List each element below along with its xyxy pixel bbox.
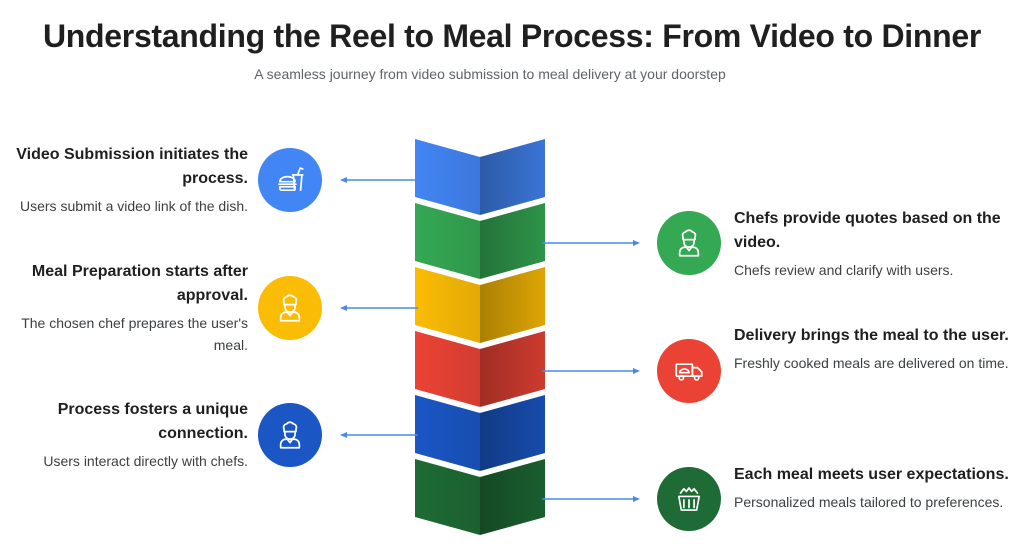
connector-arrow-1 bbox=[340, 177, 418, 183]
spine-segment-2-right-shade bbox=[480, 203, 545, 279]
spine-segment-3-left-shade bbox=[415, 267, 480, 343]
step-video-submission: Video Submission initiates the process. … bbox=[10, 143, 248, 217]
spine-segment-5-right-shade bbox=[480, 395, 545, 471]
chef-icon bbox=[279, 294, 301, 322]
connector-arrow-2 bbox=[542, 240, 640, 246]
spine-segment-2-left-shade bbox=[415, 203, 480, 279]
step-delivery: Delivery brings the meal to the user. Fr… bbox=[734, 324, 1014, 374]
spine-segment-6-right-shade bbox=[480, 459, 545, 535]
connector-arrow-4 bbox=[542, 368, 640, 374]
connector-arrow-6 bbox=[542, 496, 640, 502]
delivery-truck-icon bbox=[675, 363, 703, 381]
spine-segment-4-right-shade bbox=[480, 331, 545, 407]
step-expectations: Each meal meets user expectations. Perso… bbox=[734, 463, 1014, 513]
food-basket-icon bbox=[677, 487, 701, 511]
spine-segment-1-left-shade bbox=[415, 139, 480, 215]
step-icon-circle-unique-connection bbox=[258, 403, 322, 467]
step-description: Chefs review and clarify with users. bbox=[734, 262, 954, 278]
process-spine bbox=[415, 139, 545, 535]
step-description: Users interact directly with chefs. bbox=[43, 453, 248, 469]
connector-arrow-5 bbox=[340, 432, 418, 438]
step-icon-circle-meal-preparation bbox=[258, 276, 322, 340]
step-icon-circle-delivery bbox=[657, 339, 721, 403]
step-heading: Chefs provide quotes based on the video. bbox=[734, 210, 1001, 251]
step-description: Personalized meals tailored to preferenc… bbox=[734, 494, 1004, 510]
chef-icon bbox=[678, 229, 700, 257]
chef-icon bbox=[279, 421, 301, 449]
step-icon-circle-expectations bbox=[657, 467, 721, 531]
step-heading: Meal Preparation starts after approval. bbox=[31, 263, 248, 304]
step-icon-circle-chef-quotes bbox=[657, 211, 721, 275]
spine-segment-1-right-shade bbox=[480, 139, 545, 215]
step-heading: Each meal meets user expectations. bbox=[734, 466, 1009, 483]
step-description: Freshly cooked meals are delivered on ti… bbox=[734, 355, 1009, 371]
step-description: The chosen chef prepares the user's meal… bbox=[21, 315, 248, 353]
step-heading: Video Submission initiates the process. bbox=[16, 146, 248, 187]
step-meal-preparation: Meal Preparation starts after approval. … bbox=[10, 260, 248, 356]
step-icon-circle-video-submission bbox=[258, 148, 322, 212]
connector-arrow-3 bbox=[340, 305, 418, 311]
step-chef-quotes: Chefs provide quotes based on the video.… bbox=[734, 207, 1014, 281]
spine-segment-5-left-shade bbox=[415, 395, 480, 471]
spine-segment-6-left-shade bbox=[415, 459, 480, 535]
step-description: Users submit a video link of the dish. bbox=[20, 198, 248, 214]
spine-segment-4-left-shade bbox=[415, 331, 480, 407]
step-heading: Process fosters a unique connection. bbox=[57, 401, 248, 442]
page-subtitle: A seamless journey from video submission… bbox=[254, 66, 726, 82]
step-heading: Delivery brings the meal to the user. bbox=[734, 327, 1009, 344]
fast-food-icon bbox=[278, 167, 304, 192]
spine-segment-3-right-shade bbox=[480, 267, 545, 343]
step-unique-connection: Process fosters a unique connection. Use… bbox=[10, 398, 248, 472]
page-title: Understanding the Reel to Meal Process: … bbox=[42, 18, 982, 54]
